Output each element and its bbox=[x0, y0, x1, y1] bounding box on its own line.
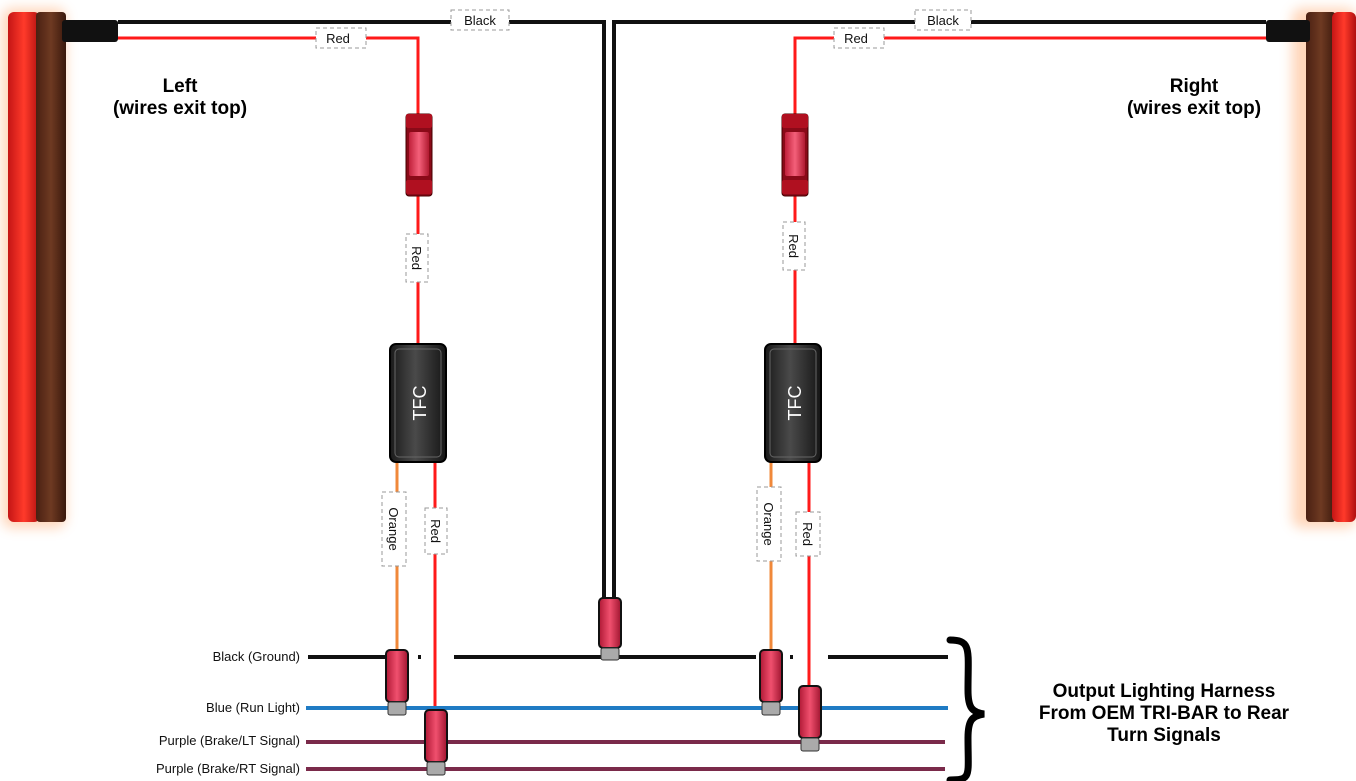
wire-tag-red-left-top-text: Red bbox=[326, 31, 350, 46]
right-tfc-module: TFC bbox=[764, 343, 822, 463]
right-tfc-label: TFC bbox=[785, 386, 805, 421]
black-ground-wires bbox=[118, 20, 1266, 600]
output-title-line2: From OEM TRI-BAR to Rear bbox=[1038, 703, 1290, 724]
left-red-splice-connector bbox=[424, 709, 448, 776]
wire-tag-red-left-mid: Red bbox=[405, 233, 429, 283]
wire-tag-red-right-top: Red bbox=[833, 27, 885, 49]
wire-tag-orange-right-text: Orange bbox=[761, 502, 776, 545]
harness-label-ground: Black (Ground) bbox=[212, 649, 300, 664]
output-title-line1: Output Lighting Harness bbox=[1052, 681, 1276, 702]
right-title-line2: (wires exit top) bbox=[1126, 98, 1262, 119]
wire-tag-black-left: Black bbox=[450, 9, 510, 31]
harness-label-brake-lt: Purple (Brake/LT Signal) bbox=[158, 733, 300, 748]
output-title-line3: Turn Signals bbox=[1107, 725, 1221, 746]
wire-tag-red-right-low-text: Red bbox=[800, 522, 815, 546]
right-title-line1: Right bbox=[1169, 76, 1219, 97]
wire-tag-black-left-text: Black bbox=[464, 13, 496, 28]
right-tail-lamp bbox=[1266, 8, 1356, 528]
ground-splice-connector bbox=[598, 597, 622, 661]
right-side-title: Right (wires exit top) bbox=[1094, 76, 1294, 120]
left-orange-splice-connector bbox=[385, 649, 409, 716]
left-inline-fuse bbox=[405, 113, 433, 197]
left-tfc-label: TFC bbox=[410, 386, 430, 421]
wire-tag-red-left-mid-text: Red bbox=[409, 246, 424, 270]
left-title-line2: (wires exit top) bbox=[112, 98, 248, 119]
wire-tag-red-left-low: Red bbox=[424, 507, 448, 555]
right-red-wire bbox=[793, 36, 1266, 688]
wire-tag-red-right-top-text: Red bbox=[844, 31, 868, 46]
wire-tag-red-right-mid-text: Red bbox=[786, 234, 801, 258]
wire-tag-black-right-text: Black bbox=[927, 13, 959, 28]
wire-tag-red-left-top: Red bbox=[315, 27, 367, 49]
right-orange-splice-connector bbox=[759, 649, 783, 716]
left-title-line1: Left bbox=[162, 76, 198, 97]
left-tfc-module: TFC bbox=[389, 343, 447, 463]
left-side-title: Left (wires exit top) bbox=[80, 76, 280, 120]
right-red-splice-connector bbox=[798, 685, 822, 752]
wire-tag-orange-left: Orange bbox=[381, 491, 407, 567]
left-tail-lamp bbox=[2, 8, 118, 528]
output-harness-title: Output Lighting Harness From OEM TRI-BAR… bbox=[994, 681, 1334, 747]
wire-tag-orange-right: Orange bbox=[756, 486, 782, 562]
wire-tag-orange-left-text: Orange bbox=[386, 507, 401, 550]
harness-brace bbox=[946, 636, 985, 781]
wire-tag-black-right: Black bbox=[914, 9, 972, 31]
wire-tag-red-right-mid: Red bbox=[782, 221, 806, 271]
harness-label-brake-rt: Purple (Brake/RT Signal) bbox=[155, 761, 300, 776]
wire-tag-red-right-low: Red bbox=[795, 511, 821, 557]
harness-label-run: Blue (Run Light) bbox=[206, 700, 300, 715]
wire-tag-red-left-low-text: Red bbox=[428, 519, 443, 543]
left-red-wire bbox=[118, 36, 437, 708]
right-inline-fuse bbox=[781, 113, 809, 197]
